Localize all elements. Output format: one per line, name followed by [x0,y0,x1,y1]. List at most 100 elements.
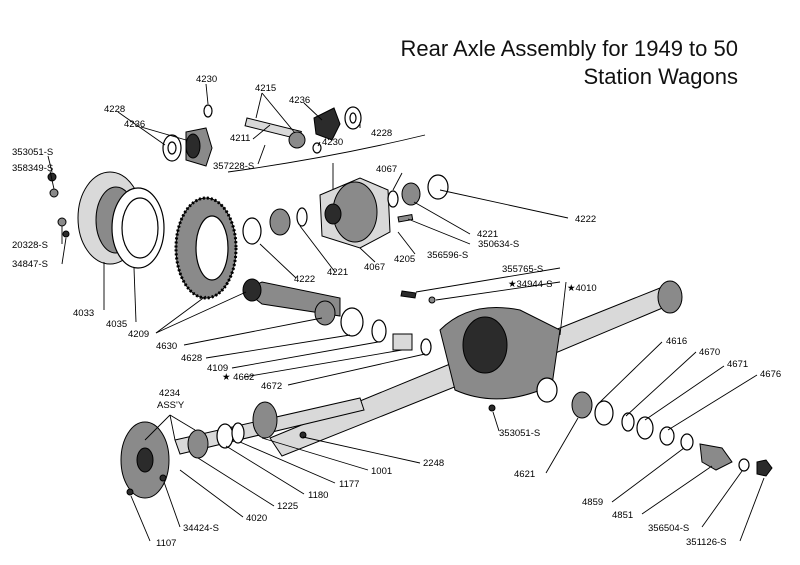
label-4230-top: 4230 [196,74,217,85]
label-4670: 4670 [699,347,720,358]
washer-4230-bottom [312,142,322,154]
label-4222-right: 4222 [575,214,596,225]
label-355765s: 355765-S [502,264,543,275]
label-1107: 1107 [156,538,176,549]
label-4621: 4621 [514,469,535,480]
label-350634s: 350634-S [478,239,519,250]
washer-356504s [738,458,750,472]
label-4221-left: 4221 [327,267,348,278]
label-1177: 1177 [339,479,359,490]
washer-4230-top [203,104,213,118]
label-1180: 1180 [308,490,328,501]
label-20328s: 20328-S [12,240,48,251]
label-4215: 4215 [255,83,276,94]
label-4236-left: 4236 [124,119,145,130]
bearing-4221-right [401,182,421,206]
nut-351126s [756,459,773,477]
cup-4616 [594,400,614,426]
housing-tube-left [269,363,463,457]
shim-4067-right [387,190,399,208]
diagram-title-line-2: Station Wagons [583,64,739,89]
label-4628: 4628 [181,353,202,364]
cup-4222-right [427,174,449,200]
leader-lines [47,83,765,542]
pinion-group [242,278,432,356]
label-4033: 4033 [73,308,94,319]
pinion-washer-4672 [420,338,432,356]
label-assy: ASS'Y [157,400,185,411]
label-4228-left: 4228 [104,104,125,115]
label-4222-left: 4222 [294,274,315,285]
pinion-spacer-4662 [392,333,413,351]
assembly-bracket [227,134,426,173]
gasket-4035-inner [121,197,159,259]
part-labels: 4230 4215 4236 4228 4236 4211 4228 4230 … [12,74,781,549]
label-4859: 4859 [582,497,603,508]
label-34424s: 34424-S [183,523,219,534]
label-4020: 4020 [246,513,267,524]
label-4662: ★ 4662 [222,372,254,383]
housing-end-bore [536,377,558,403]
cover-group [47,171,165,269]
pinion-bearing-4630 [314,300,336,326]
axle-shaft-group [120,397,365,499]
pinion-head [242,278,262,302]
ring-gear-4209-bore [195,215,229,281]
label-4851: 4851 [612,510,633,521]
ring-gear-4209-teeth [174,196,238,300]
seal-1177 [216,423,234,449]
label-351126s: 351126-S [686,537,727,548]
pinion-front-group [571,391,773,477]
washer-4676 [659,426,675,446]
ring-gear-group [174,196,238,300]
label-1001: 1001 [371,466,392,477]
washer-4228-left-hole [167,141,177,155]
bolt-2248 [299,431,307,439]
seal-4671 [636,416,654,440]
diagram-title-line-1: Rear Axle Assembly for 1949 to 50 [400,36,738,61]
side-gear-4236-left-face [185,133,201,159]
label-356596s: 356596-S [427,250,468,261]
diff-case-group [242,174,449,249]
label-357228s: 357228-S [213,161,254,172]
label-353051s-top: 353051-S [12,147,53,158]
pinion-cup-4628 [340,307,364,337]
label-4630: 4630 [156,341,177,352]
label-34944s: ★34944-S [508,279,552,290]
label-4067-bottom: 4067 [364,262,385,273]
shim-4067-left [296,207,308,227]
label-4230-bottom: 4230 [322,137,343,148]
bolt-350634s [397,213,414,223]
bearing-4621 [571,391,593,419]
diff-case-hub [324,203,342,225]
washer-4859 [680,433,694,451]
washer-4228-right-hole [349,112,357,124]
spacer-4670 [621,412,635,432]
label-4209: 4209 [128,329,149,340]
filler-plug-355765s [400,290,417,299]
washer-34847s [62,230,70,238]
label-4010: ★4010 [567,283,597,294]
axle-housing-group [269,280,683,457]
label-4035: 4035 [106,319,127,330]
bolt-20328s [57,217,67,227]
lug-1107 [126,488,134,496]
label-1225: 1225 [277,501,298,512]
housing-flange-right [657,280,683,314]
label-4205: 4205 [394,254,415,265]
label-4234: 4234 [159,388,180,399]
label-353051s-bottom: 353051-S [499,428,540,439]
label-4672: 4672 [261,381,282,392]
retainer-1180 [231,422,245,444]
lug-34424s [159,474,167,482]
bearing-4221-left [269,208,291,236]
pinion-gear-4215 [288,131,306,149]
label-4228-right: 4228 [371,128,392,139]
wheel-bearing-1225 [187,429,209,459]
label-4221-right: 4221 [477,229,498,240]
label-4616: 4616 [666,336,687,347]
differential-gear-group [162,104,426,192]
label-2248: 2248 [423,458,444,469]
flange-4851 [699,443,733,471]
